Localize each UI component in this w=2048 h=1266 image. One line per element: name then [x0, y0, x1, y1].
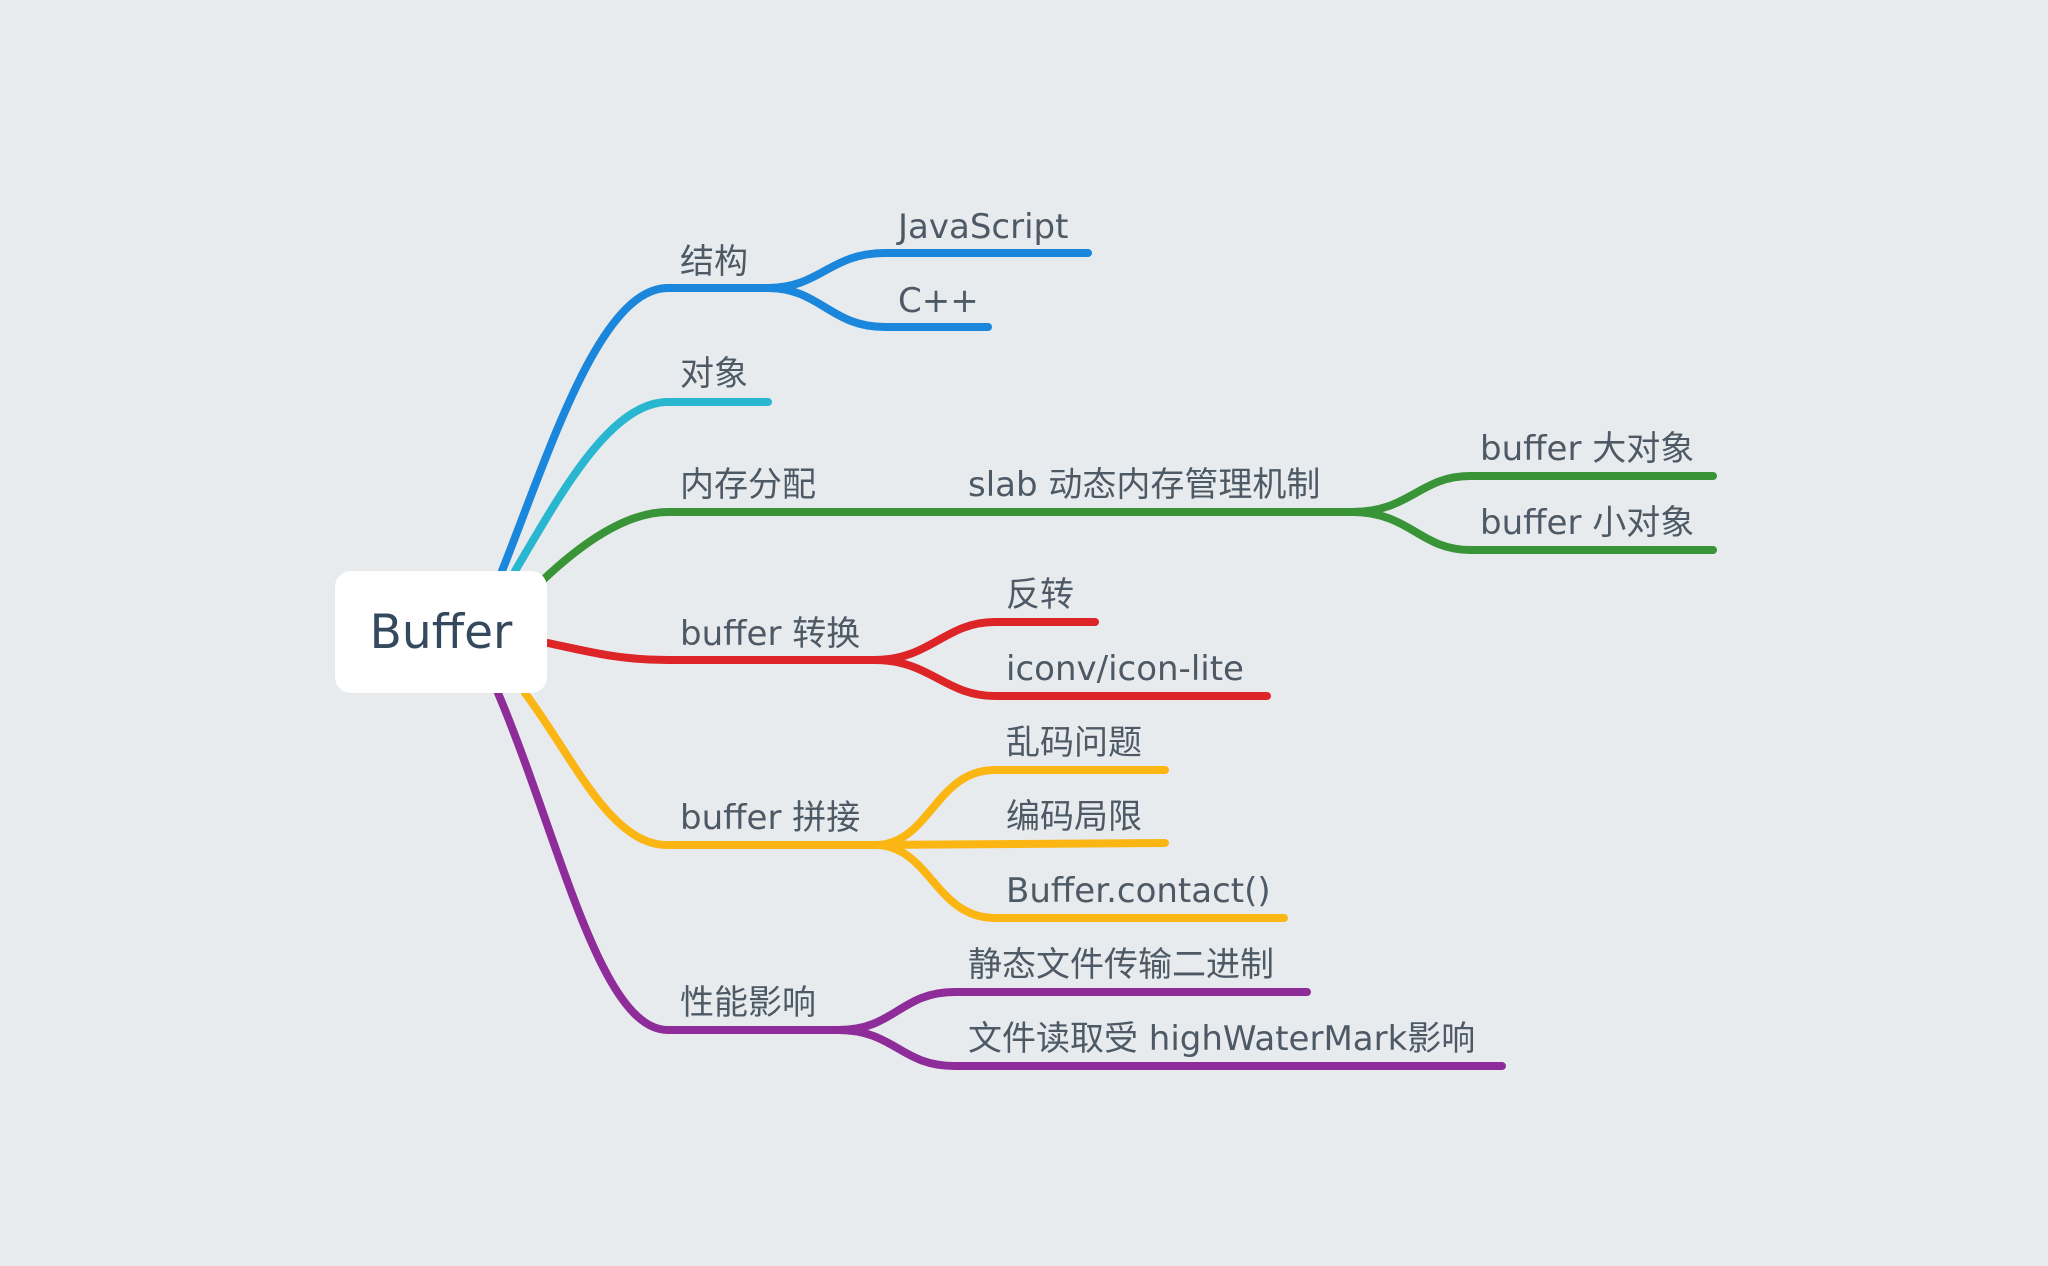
- node-highwatermark[interactable]: 文件读取受 highWaterMark影响: [968, 1019, 1476, 1059]
- branch-line-structure: [498, 284, 772, 575]
- branch-line-performance: [494, 689, 842, 1034]
- node-reverse[interactable]: 反转: [1006, 575, 1074, 615]
- node-cpp[interactable]: C++: [898, 281, 979, 321]
- node-big-object[interactable]: buffer 大对象: [1480, 429, 1695, 469]
- root-node-label: Buffer: [369, 604, 513, 660]
- node-object[interactable]: 对象: [680, 354, 748, 394]
- node-buffer-concat[interactable]: buffer 拼接: [680, 798, 861, 838]
- branch-line-object: [511, 398, 772, 575]
- root-node[interactable]: Buffer: [335, 571, 547, 693]
- branch-line-memory: [539, 508, 842, 584]
- branch-line-encoding: [871, 839, 1169, 849]
- node-performance[interactable]: 性能影响: [680, 983, 816, 1023]
- branch-line-convert: [544, 639, 879, 664]
- node-slab[interactable]: slab 动态内存管理机制: [968, 465, 1321, 505]
- branch-line-small-object: [1348, 508, 1717, 554]
- node-small-object[interactable]: buffer 小对象: [1480, 503, 1695, 543]
- node-buffer-convert[interactable]: buffer 转换: [680, 614, 861, 654]
- branch-line-iconv: [871, 656, 1271, 700]
- node-memory-allocation[interactable]: 内存分配: [680, 465, 816, 505]
- node-javascript[interactable]: JavaScript: [898, 207, 1069, 247]
- branch-line-cpp: [764, 284, 992, 331]
- node-encoding-limit[interactable]: 编码局限: [1006, 797, 1142, 837]
- node-static-binary[interactable]: 静态文件传输二进制: [968, 945, 1274, 985]
- branch-line-highwatermark: [834, 1026, 1506, 1070]
- node-iconv[interactable]: iconv/icon-lite: [1006, 649, 1244, 689]
- node-structure[interactable]: 结构: [680, 242, 748, 282]
- branch-line-concat: [521, 689, 879, 849]
- node-garbled[interactable]: 乱码问题: [1006, 723, 1142, 763]
- node-buffer-contact[interactable]: Buffer.contact(): [1006, 871, 1271, 911]
- branch-line-contact: [871, 841, 1288, 922]
